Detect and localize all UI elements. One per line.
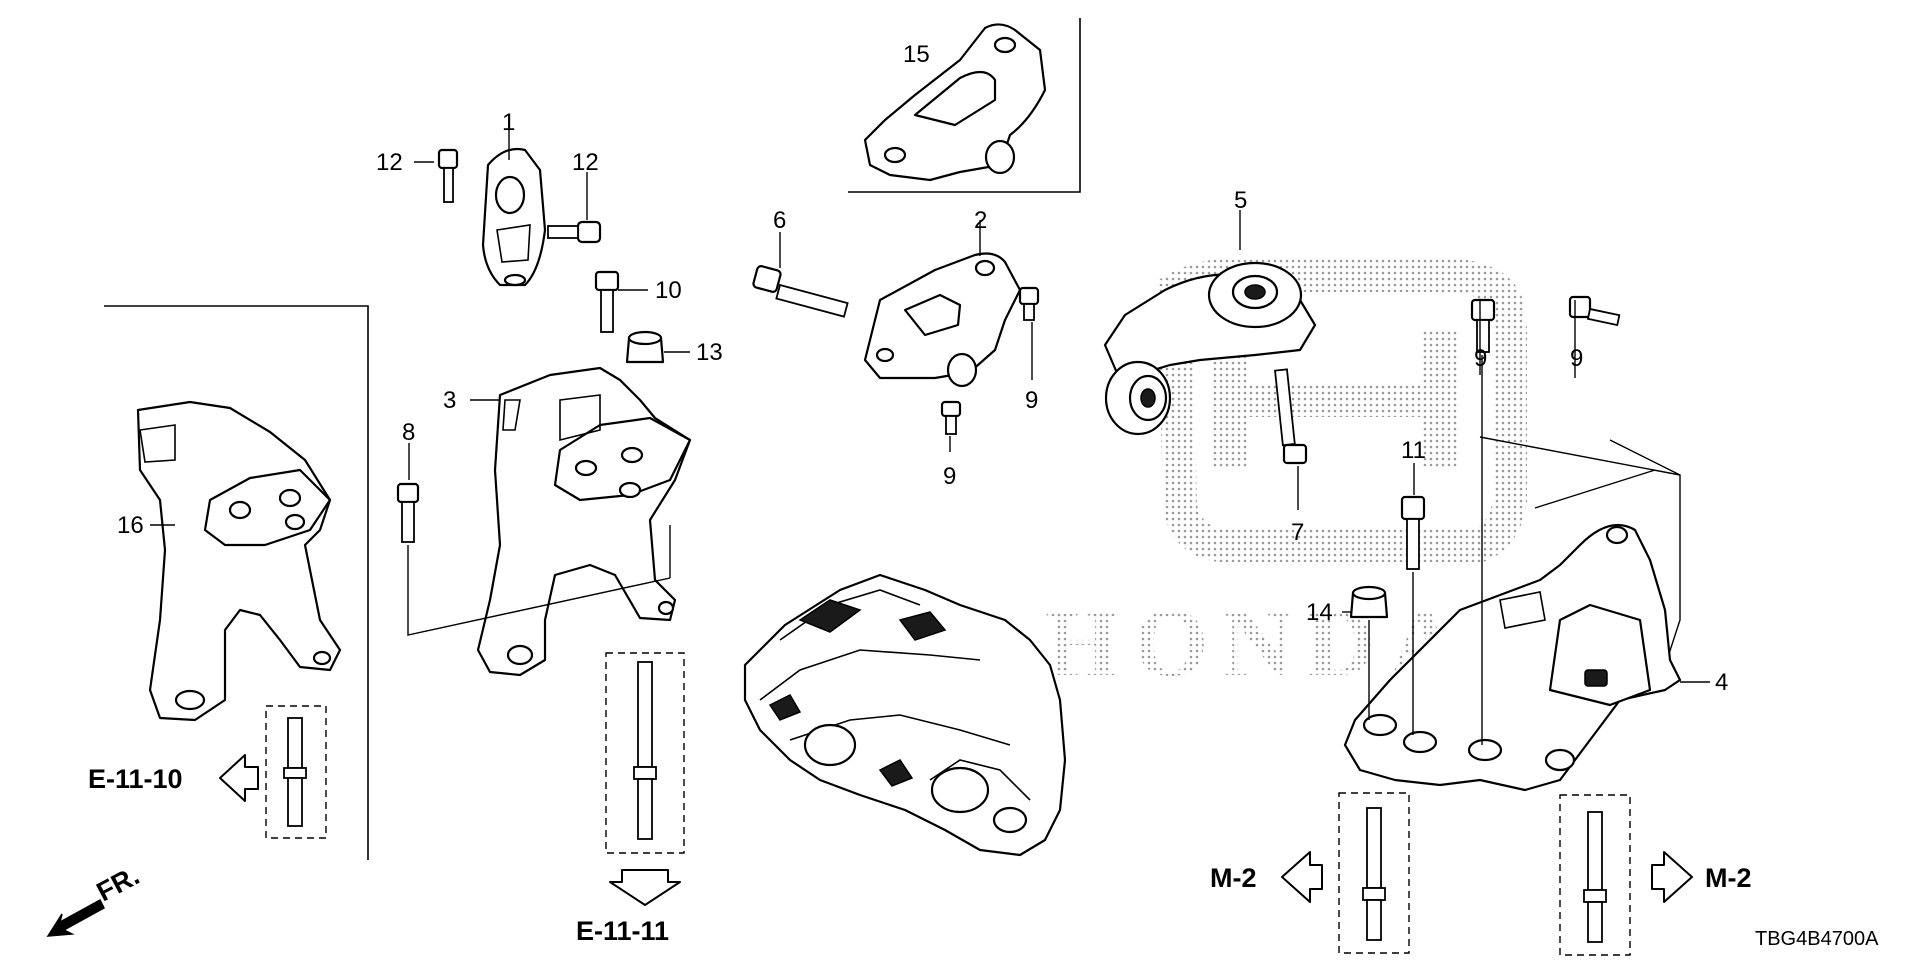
callout-12-left: 12 — [376, 149, 403, 176]
part-3-engine-mount — [476, 366, 692, 677]
callout-1: 1 — [502, 109, 515, 136]
bolt-12-right — [547, 220, 602, 244]
callout-4: 4 — [1715, 669, 1728, 696]
part-16-mount — [136, 400, 342, 722]
callout-12-right: 12 — [572, 149, 599, 176]
stud-m-2-right — [1559, 794, 1631, 956]
callout-9-a: 9 — [1025, 387, 1038, 414]
callout-9-d: 9 — [1570, 345, 1583, 372]
callout-16: 16 — [117, 512, 144, 539]
part-2-bracket — [863, 252, 1022, 388]
callout-7: 7 — [1291, 519, 1304, 546]
bolt-12-left — [437, 148, 459, 203]
nut-14 — [1349, 585, 1389, 619]
stud-m-2-left — [1338, 792, 1410, 954]
bolt-9-b — [940, 400, 962, 435]
callout-6: 6 — [773, 207, 786, 234]
nut-13 — [625, 330, 665, 364]
part-1-bracket — [481, 147, 547, 287]
ref-e-11-11: E-11-11 — [576, 916, 669, 946]
engine-assembly-illustration — [743, 573, 1067, 857]
bolt-9-a — [1018, 286, 1040, 321]
part-15-bracket-group — [848, 18, 1081, 193]
part-5-torque-rod — [1103, 261, 1317, 436]
bolt-7 — [1274, 368, 1308, 465]
stud-e-11-10 — [265, 705, 327, 839]
callout-14: 14 — [1306, 599, 1333, 626]
callout-5: 5 — [1234, 187, 1247, 214]
callout-2: 2 — [974, 207, 987, 234]
ref-m-2-right: M-2 — [1705, 863, 1752, 893]
arrow-e-11-10 — [219, 754, 259, 802]
callout-3: 3 — [443, 387, 456, 414]
bolt-10 — [594, 270, 620, 333]
arrow-m-2-left — [1281, 851, 1323, 903]
ref-m-2-left: M-2 — [1210, 863, 1257, 893]
bolt-11 — [1400, 495, 1426, 570]
ref-e-11-10: E-11-10 — [88, 764, 183, 794]
bolt-9-c — [1470, 298, 1496, 353]
callout-8: 8 — [402, 419, 415, 446]
stud-e-11-11 — [605, 652, 685, 854]
callout-15: 15 — [903, 41, 930, 68]
callout-9-b: 9 — [943, 463, 956, 490]
callout-9-c: 9 — [1474, 345, 1487, 372]
callout-10: 10 — [655, 277, 682, 304]
bolt-6 — [752, 265, 849, 318]
arrow-e-11-11 — [609, 869, 681, 906]
callout-11: 11 — [1401, 437, 1426, 464]
arrow-m-2-right — [1651, 851, 1693, 903]
diagram-code: TBG4B4700A — [1755, 928, 1879, 950]
bolt-9-d — [1568, 295, 1621, 327]
honda-watermark-text: HONDA — [1045, 589, 1472, 696]
front-direction-arrow — [46, 898, 105, 937]
bolt-8 — [396, 482, 420, 543]
part-4-transmission-mount — [1343, 523, 1682, 792]
callout-13: 13 — [696, 339, 723, 366]
